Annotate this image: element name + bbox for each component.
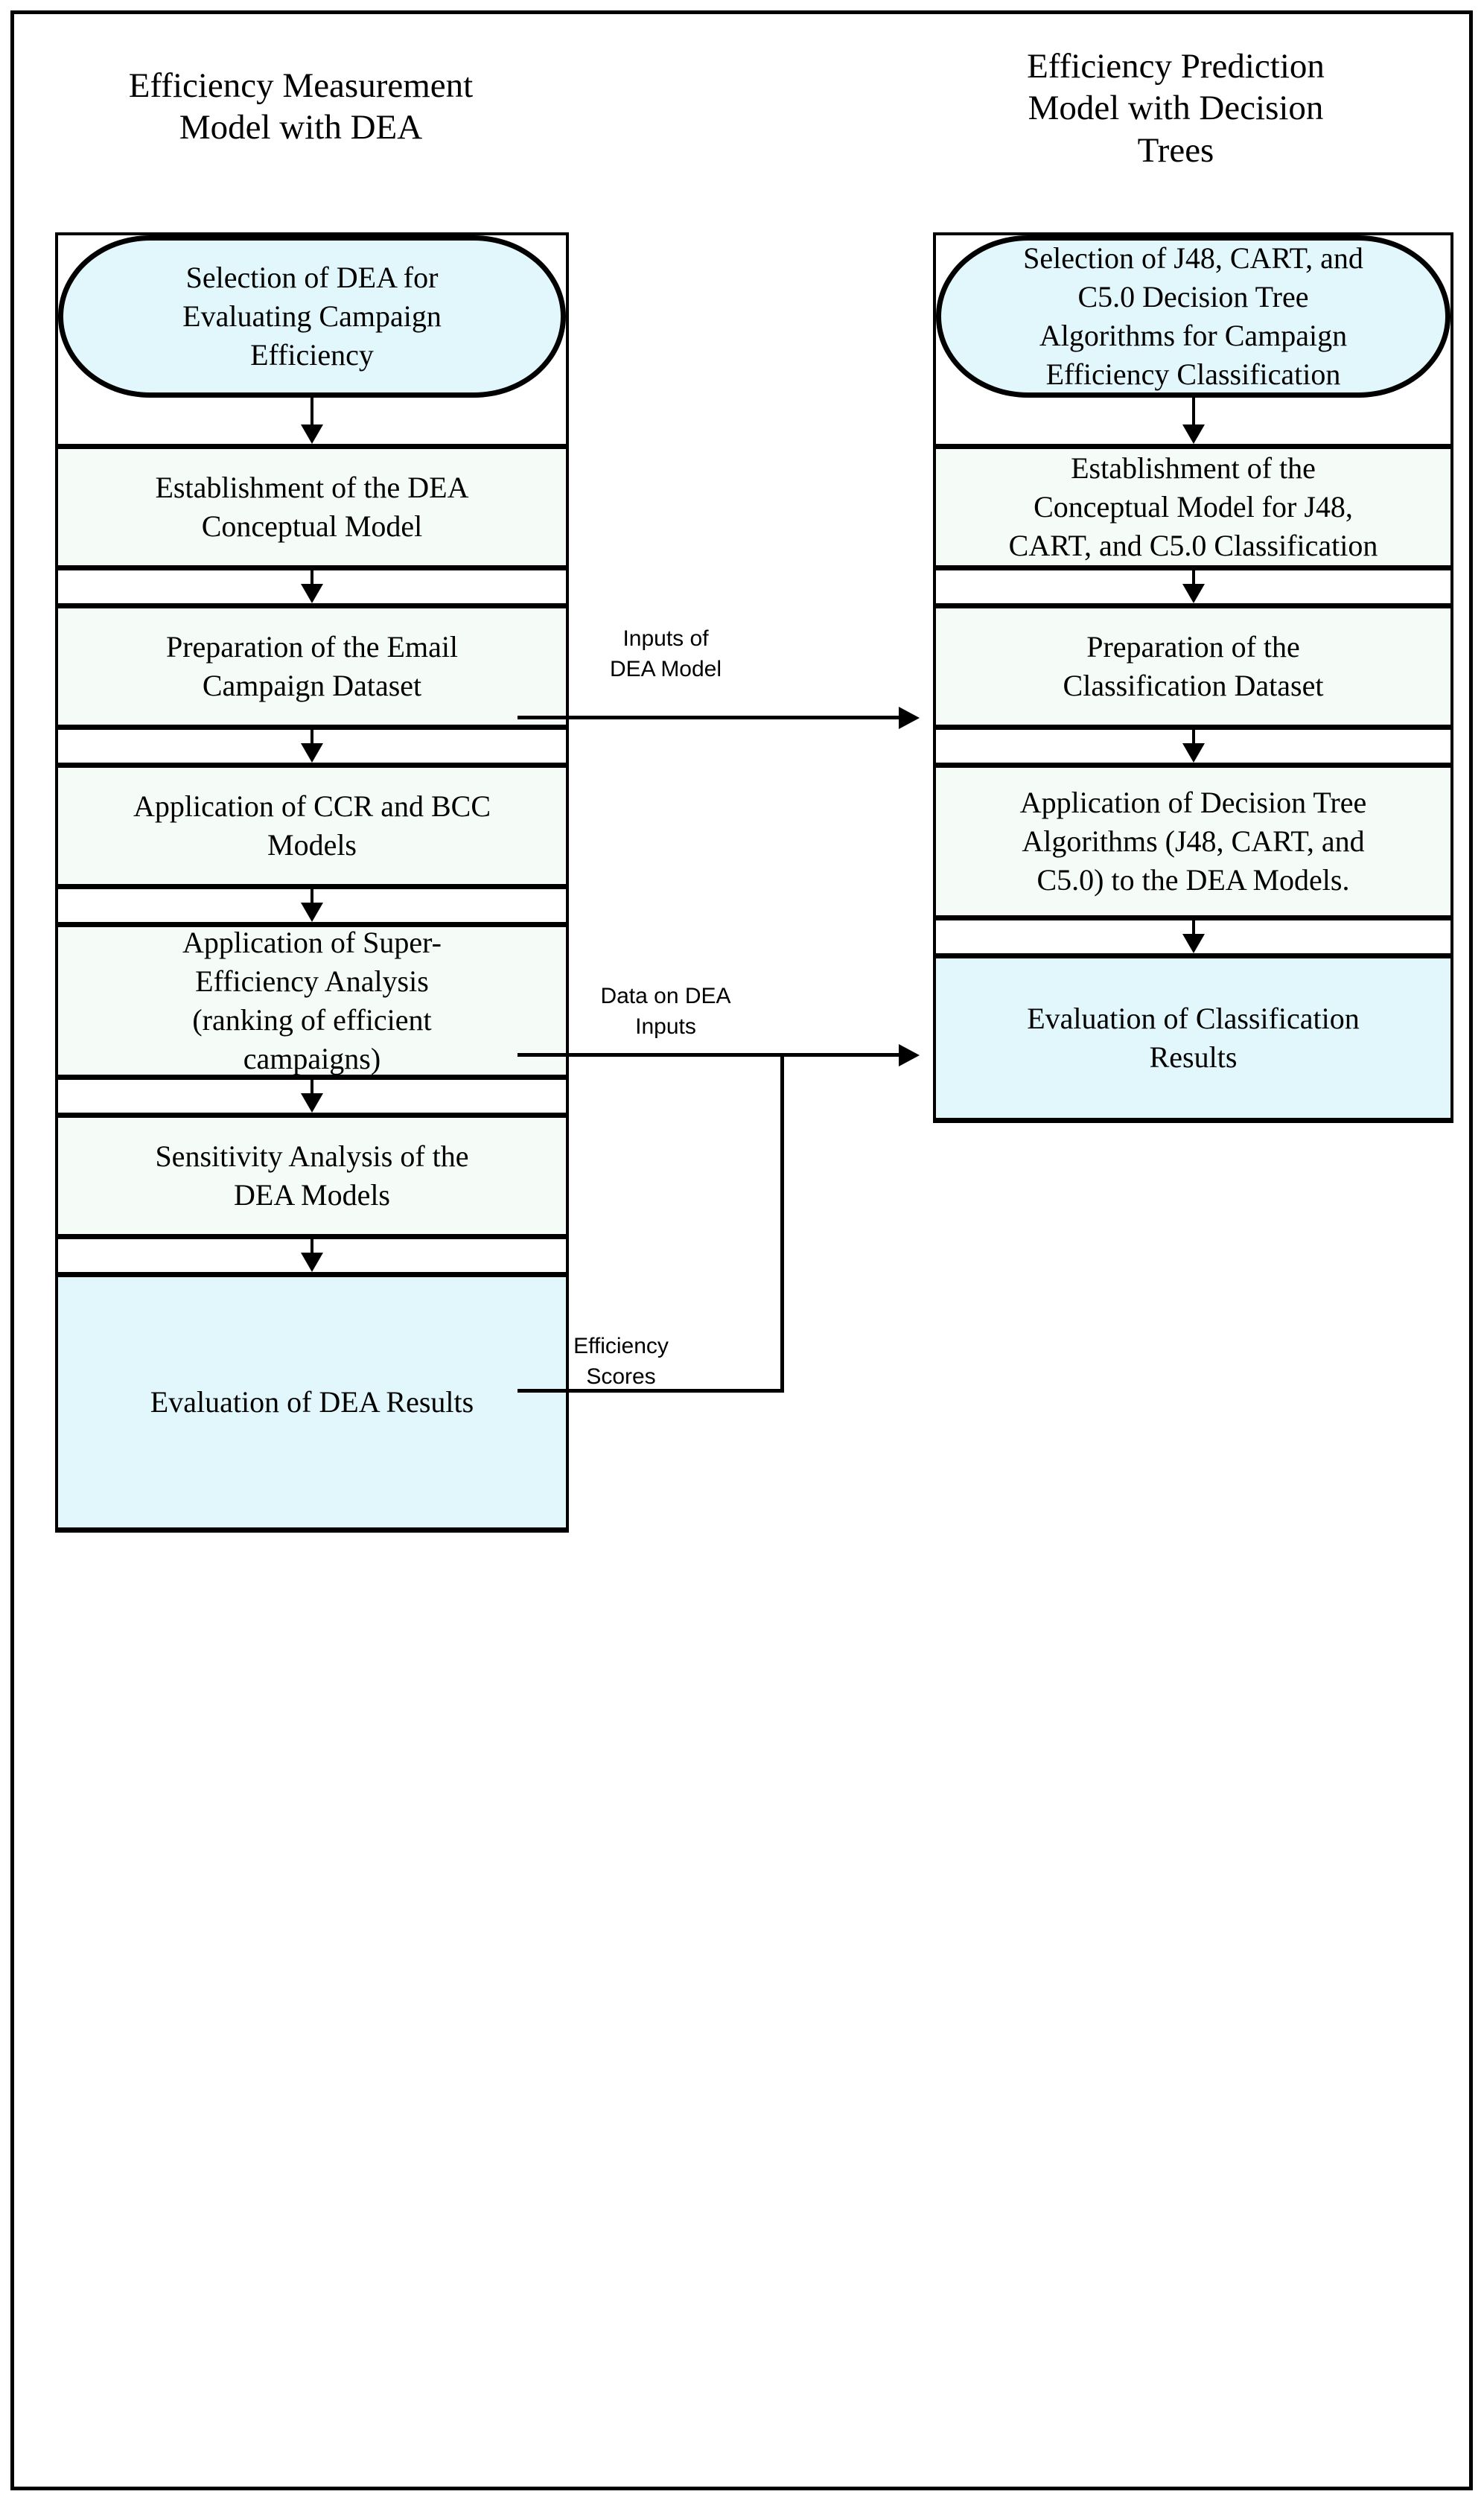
down-arrow-icon [301, 570, 323, 603]
down-arrow-icon [301, 889, 323, 922]
connector-line-efficiency-scores-vertical [780, 1053, 784, 1393]
node-dea-selection[interactable]: Selection of DEA for Evaluating Campaign… [58, 232, 566, 398]
node-sensitivity-analysis[interactable]: Sensitivity Analysis of the DEA Models [58, 1113, 566, 1239]
connector-line-data-on-dea-inputs [518, 1053, 899, 1057]
gap-right-4 [936, 920, 1450, 953]
gap-left-1 [58, 398, 566, 444]
diagram-outer-frame: Efficiency Measurement Model with DEA Ef… [10, 10, 1473, 2490]
gap-left-6 [58, 1239, 566, 1272]
down-arrow-icon [301, 1239, 323, 1272]
connector-line-inputs-of-dea-model [518, 716, 899, 719]
down-arrow-icon [1182, 920, 1205, 953]
gap-left-5 [58, 1080, 566, 1113]
gap-right-2 [936, 570, 1450, 603]
connector-line-efficiency-scores-horizontal [518, 1389, 784, 1393]
node-dea-selection-label: Selection of DEA for Evaluating Campaign… [58, 235, 566, 398]
gap-left-4 [58, 889, 566, 922]
column-title-right: Efficiency Prediction Model with Decisio… [1027, 47, 1325, 170]
node-dea-dataset[interactable]: Preparation of the Email Campaign Datase… [58, 603, 566, 730]
down-arrow-icon [1182, 570, 1205, 603]
node-dt-evaluation[interactable]: Evaluation of Classification Results [936, 953, 1450, 1123]
node-dea-evaluation[interactable]: Evaluation of DEA Results [58, 1272, 566, 1533]
down-arrow-icon [1182, 730, 1205, 763]
node-dt-selection[interactable]: Selection of J48, CART, and C5.0 Decisio… [936, 232, 1450, 398]
connector-label-efficiency-scores: Efficiency Scores [573, 1334, 669, 1390]
gap-left-3 [58, 730, 566, 763]
column-title-left: Efficiency Measurement Model with DEA [128, 66, 474, 147]
arrow-head-right-icon [899, 1044, 920, 1066]
down-arrow-icon [301, 730, 323, 763]
left-flow-column: Selection of DEA for Evaluating Campaign… [55, 232, 569, 1533]
down-arrow-icon [1182, 398, 1205, 444]
gap-right-3 [936, 730, 1450, 763]
right-flow-column: Selection of J48, CART, and C5.0 Decisio… [933, 232, 1453, 1123]
gap-right-1 [936, 398, 1450, 444]
arrow-head-right-icon [899, 707, 920, 729]
down-arrow-icon [301, 398, 323, 444]
down-arrow-icon [301, 1080, 323, 1113]
node-dt-conceptual-model[interactable]: Establishment of the Conceptual Model fo… [936, 444, 1450, 570]
node-dt-application[interactable]: Application of Decision Tree Algorithms … [936, 763, 1450, 920]
node-dt-selection-label: Selection of J48, CART, and C5.0 Decisio… [936, 235, 1450, 398]
connector-label-inputs-of-dea-model: Inputs of DEA Model [609, 626, 722, 682]
node-ccr-bcc-models[interactable]: Application of CCR and BCC Models [58, 763, 566, 889]
node-dea-conceptual-model[interactable]: Establishment of the DEA Conceptual Mode… [58, 444, 566, 570]
gap-left-2 [58, 570, 566, 603]
node-super-efficiency[interactable]: Application of Super- Efficiency Analysi… [58, 922, 566, 1080]
connector-label-data-on-dea-inputs: Data on DEA Inputs [600, 984, 731, 1040]
node-dt-dataset[interactable]: Preparation of the Classification Datase… [936, 603, 1450, 730]
